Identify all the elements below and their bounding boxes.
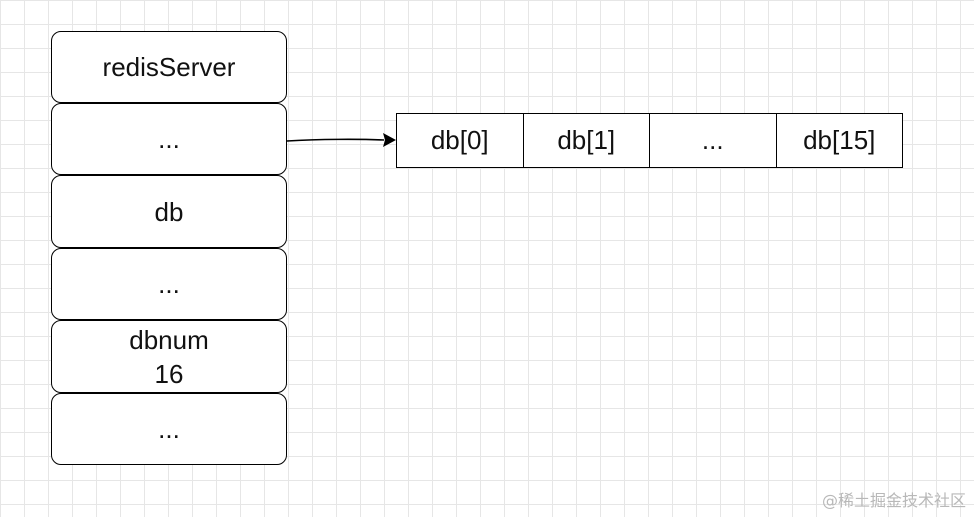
struct-cell-ellipsis-1: ... — [51, 103, 287, 175]
struct-cell-redisserver: redisServer — [51, 31, 287, 103]
struct-cell-label: dbnum — [129, 324, 209, 355]
struct-cell-db: db — [51, 175, 287, 248]
struct-cell-ellipsis-2: ... — [51, 248, 287, 320]
db-array-slot: db[1] — [524, 114, 650, 167]
watermark: @稀土掘金技术社区 — [821, 491, 966, 510]
db-array-slot: ... — [650, 114, 777, 167]
struct-cell-dbnum: dbnum 16 — [51, 320, 287, 393]
db-array: db[0] db[1] ... db[15] — [396, 113, 903, 168]
struct-cell-label: redisServer — [102, 52, 236, 82]
struct-cell-ellipsis-3: ... — [51, 393, 287, 465]
struct-cell-label: ... — [158, 124, 180, 154]
struct-cell-label: ... — [158, 414, 180, 444]
struct-cell-label: ... — [158, 269, 180, 299]
db-array-slot: db[0] — [397, 114, 524, 167]
struct-cell-label: db — [154, 196, 184, 227]
struct-cell-value: 16 — [154, 358, 184, 389]
db-array-slot: db[15] — [803, 125, 876, 155]
